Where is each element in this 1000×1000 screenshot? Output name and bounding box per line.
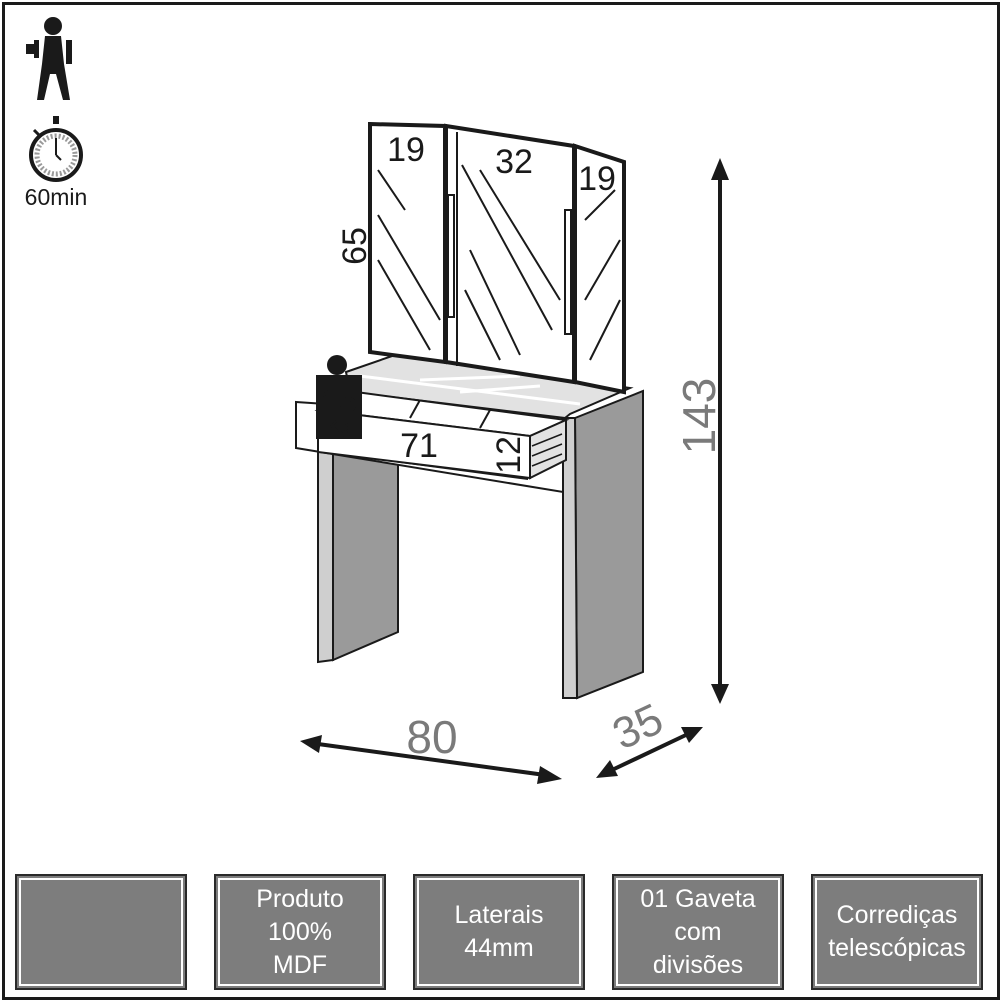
feature-badge-drawer: 01 Gaveta com divisões	[612, 874, 784, 990]
right-side-panel	[573, 389, 644, 700]
width-dimension-arrow	[300, 735, 562, 784]
height-dimension-arrow	[711, 158, 729, 704]
open-drawer	[314, 390, 570, 480]
mirror-right-panel	[573, 143, 626, 395]
feature-badge-sides: Laterais 44mm	[413, 874, 585, 990]
feature-badge-material: Produto 100% MDF	[214, 874, 386, 990]
assembly-time-label: 60min	[24, 184, 88, 210]
mirror-center-panel	[444, 123, 576, 385]
left-side-panel-edge	[317, 446, 334, 664]
total-height-label: 143	[673, 378, 725, 455]
drawer-height-label: 12	[490, 436, 528, 474]
mirror-center-width-label: 32	[495, 143, 533, 181]
mirror-height-label: 65	[336, 227, 374, 265]
feature-badge-blank	[15, 874, 187, 990]
depth-label: 35	[605, 694, 670, 759]
feature-badge-slides: Corrediças telescópicas	[811, 874, 983, 990]
depth-dimension-arrow	[596, 727, 703, 778]
weight-unit: Kg	[326, 417, 351, 438]
left-side-panel	[332, 448, 399, 662]
drawer-width-label: 71	[400, 427, 438, 465]
mirror-right-width-label: 19	[578, 160, 616, 198]
mirror-left-width-label: 19	[387, 131, 425, 169]
right-side-panel-edge	[562, 417, 579, 699]
weight-badge: 15 Kg	[316, 355, 362, 439]
stopwatch-icon	[29, 116, 83, 182]
total-width-label: 80	[406, 711, 457, 763]
worker-icon	[26, 17, 72, 100]
weight-value: 15	[321, 383, 357, 419]
